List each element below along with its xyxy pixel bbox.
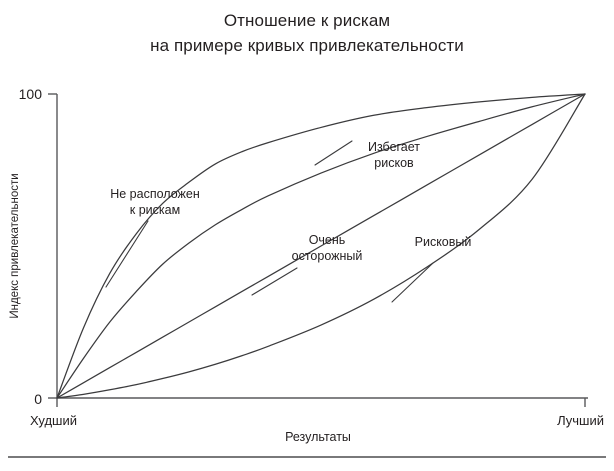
annotation-very-cautious-line-2: осторожный xyxy=(292,249,363,263)
x-axis-label-worst: Худший xyxy=(30,413,77,428)
y-tick-label-0: 0 xyxy=(34,391,42,407)
annotation-risk-avoiding: Избегает рисков xyxy=(368,140,420,170)
annotation-risk-avoiding-line-2: рисков xyxy=(374,156,414,170)
annotation-risk-averse-line-1: Не расположен xyxy=(110,187,200,201)
annotation-risk-avoiding-line-1: Избегает xyxy=(368,140,420,154)
annotation-very-cautious: Очень осторожный xyxy=(292,233,363,263)
leader-line-very-cautious xyxy=(251,267,298,296)
annotation-risk-averse: Не расположен к рискам xyxy=(110,187,200,217)
leader-line-risky xyxy=(391,262,434,303)
annotation-risky: Рисковый xyxy=(415,235,472,249)
x-axis-label-best: Лучший xyxy=(557,413,604,428)
curve-1 xyxy=(56,93,586,399)
curve-group xyxy=(56,93,586,399)
curve-4 xyxy=(56,93,586,399)
curve-3 xyxy=(56,93,586,399)
annotation-very-cautious-line-1: Очень xyxy=(309,233,346,247)
leader-line-risk-averse xyxy=(105,220,149,288)
x-axis-title: Результаты xyxy=(285,430,351,444)
curve-2 xyxy=(56,93,586,399)
y-axis-title: Индекс привлекательности xyxy=(9,173,21,318)
leader-line-risk-avoiding xyxy=(314,140,353,166)
annotation-text-group: Не расположен к рискам Избегает рисковОчень… xyxy=(110,140,471,263)
y-tick-label-100: 100 xyxy=(19,86,43,102)
annotation-risky-line-1: Рисковый xyxy=(415,235,472,249)
annotation-risk-averse-line-2: к рискам xyxy=(130,203,180,217)
annotation-leader-group xyxy=(105,140,434,303)
